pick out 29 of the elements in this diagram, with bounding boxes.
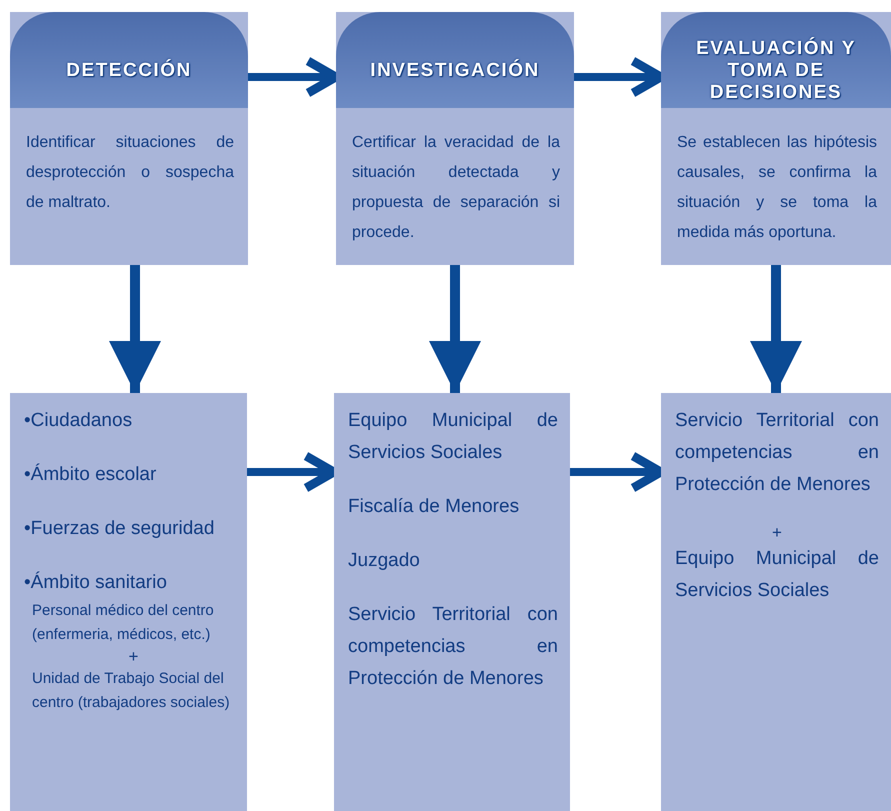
list-text: Unidad de Trabajo Social del centro (trabajadores sociales)	[31, 669, 231, 713]
list-text: •Fuerzas de seguridad	[24, 517, 216, 541]
list-text: Fiscalía de Menores	[348, 495, 520, 519]
list-text: •Ámbito sanitario	[24, 570, 168, 595]
list-text: Juzgado	[348, 549, 421, 573]
stage-description: Se establecen las hipótesis causales, se confirma la situación y se toma la medida más oportuna.	[677, 133, 877, 243]
stage-card	[336, 12, 574, 265]
plus-sign: +	[128, 647, 140, 667]
plus-sign: +	[771, 523, 783, 543]
arrow	[109, 265, 161, 393]
participants-box	[334, 393, 570, 811]
list-text: Servicio Territorial con competencias en Protección de Menores	[675, 409, 879, 497]
stage-header: INVESTIGACIÓN	[336, 12, 574, 108]
arrow	[429, 265, 481, 393]
stage-description: Identificar situaciones de desprotección o sospecha de maltrato.	[26, 133, 234, 213]
participants-box	[661, 393, 891, 811]
arrow	[750, 265, 802, 393]
stage-description: Certificar la veracidad de la situación detectada y propuesta de separación si procede.	[352, 133, 560, 243]
stage-card	[10, 12, 248, 265]
list-text: Servicio Territorial con competencias en Protección de Menores	[348, 603, 558, 691]
list-text: Personal médico del centro (enfermeria, médicos, etc.)	[31, 601, 215, 645]
list-text: •Ciudadanos	[24, 409, 134, 433]
stage-header: DETECCIÓN	[10, 12, 248, 108]
list-text: •Ámbito escolar	[24, 462, 158, 487]
list-text: Equipo Municipal de Servicios Sociales	[348, 409, 558, 465]
stage-header: EVALUACIÓN Y TOMA DE DECISIONES	[661, 12, 891, 108]
stage-card	[661, 12, 891, 265]
list-text: Equipo Municipal de Servicios Sociales	[675, 547, 879, 603]
participants-box	[10, 393, 247, 811]
